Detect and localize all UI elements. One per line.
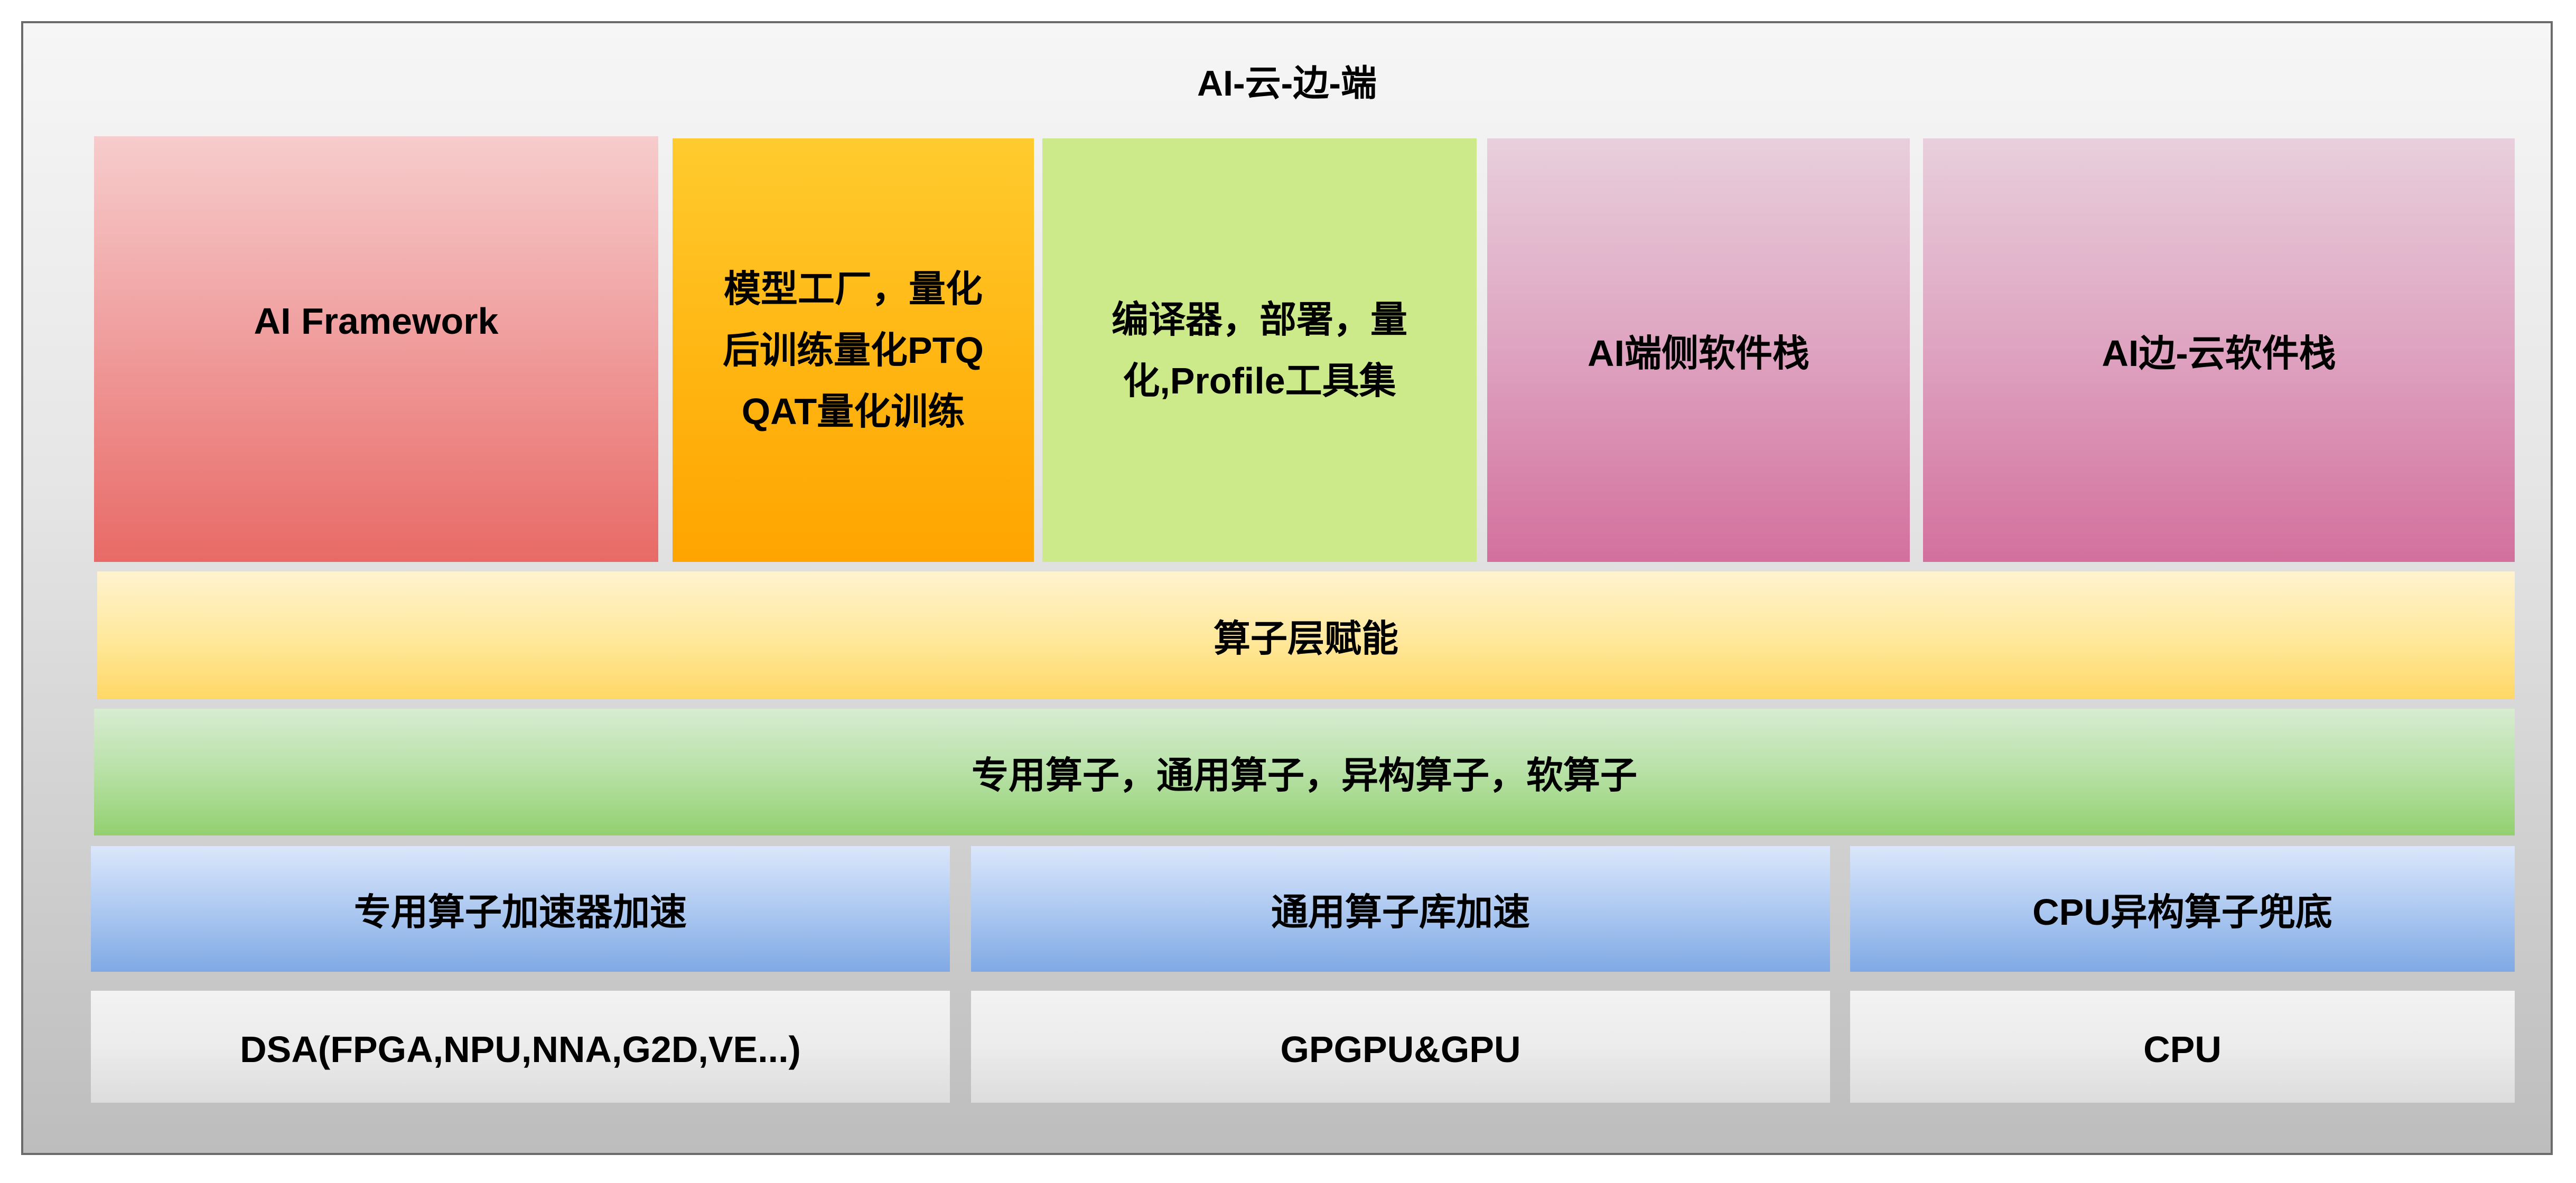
general-library-label: 通用算子库加速	[1271, 891, 1530, 933]
compiler-line-2: 化,Profile工具集	[1123, 360, 1396, 401]
model-factory-line-2: 后训练量化PTQ	[723, 330, 984, 371]
compiler-text: 编译器，部署，量 化,Profile工具集	[1112, 289, 1407, 411]
gpu-hardware-label: GPGPU&GPU	[1280, 1029, 1521, 1070]
model-factory-box: 模型工厂，量化 后训练量化PTQ QAT量化训练	[673, 138, 1034, 562]
ai-framework-box: AI Framework	[94, 136, 658, 562]
model-factory-line-1: 模型工厂，量化	[724, 268, 983, 309]
cloud-software-stack-box: AI边-云软件栈	[1923, 138, 2515, 562]
edge-software-stack-box: AI端侧软件栈	[1487, 138, 1910, 562]
operator-types-label: 专用算子，通用算子，异构算子，软算子	[972, 754, 1637, 796]
edge-software-stack-label: AI端侧软件栈	[1588, 332, 1809, 374]
cpu-hardware-box: CPU	[1850, 991, 2515, 1103]
cpu-hardware-label: CPU	[2143, 1029, 2222, 1070]
cpu-fallback-label: CPU异构算子兜底	[2032, 891, 2332, 933]
operator-enable-layer: 算子层赋能	[97, 571, 2515, 699]
dedicated-accelerator-label: 专用算子加速器加速	[354, 891, 687, 933]
operator-types-layer: 专用算子，通用算子，异构算子，软算子	[94, 709, 2515, 835]
cloud-software-stack-label: AI边-云软件栈	[2102, 332, 2336, 374]
diagram-title: AI-云-边-端	[1197, 63, 1377, 104]
dsa-hardware-box: DSA(FPGA,NPU,NNA,G2D,VE...)	[91, 991, 950, 1103]
gpu-hardware-box: GPGPU&GPU	[971, 991, 1830, 1103]
compiler-box: 编译器，部署，量 化,Profile工具集	[1042, 138, 1477, 562]
general-library-box: 通用算子库加速	[971, 846, 1830, 972]
ai-framework-label: AI Framework	[254, 301, 499, 342]
model-factory-line-3: QAT量化训练	[741, 391, 965, 432]
dedicated-accelerator-box: 专用算子加速器加速	[91, 846, 950, 972]
compiler-line-1: 编译器，部署，量	[1112, 299, 1407, 340]
cpu-fallback-box: CPU异构算子兜底	[1850, 846, 2515, 972]
operator-enable-label: 算子层赋能	[1214, 617, 1398, 659]
dsa-hardware-label: DSA(FPGA,NPU,NNA,G2D,VE...)	[240, 1029, 801, 1070]
model-factory-text: 模型工厂，量化 后训练量化PTQ QAT量化训练	[723, 258, 984, 442]
